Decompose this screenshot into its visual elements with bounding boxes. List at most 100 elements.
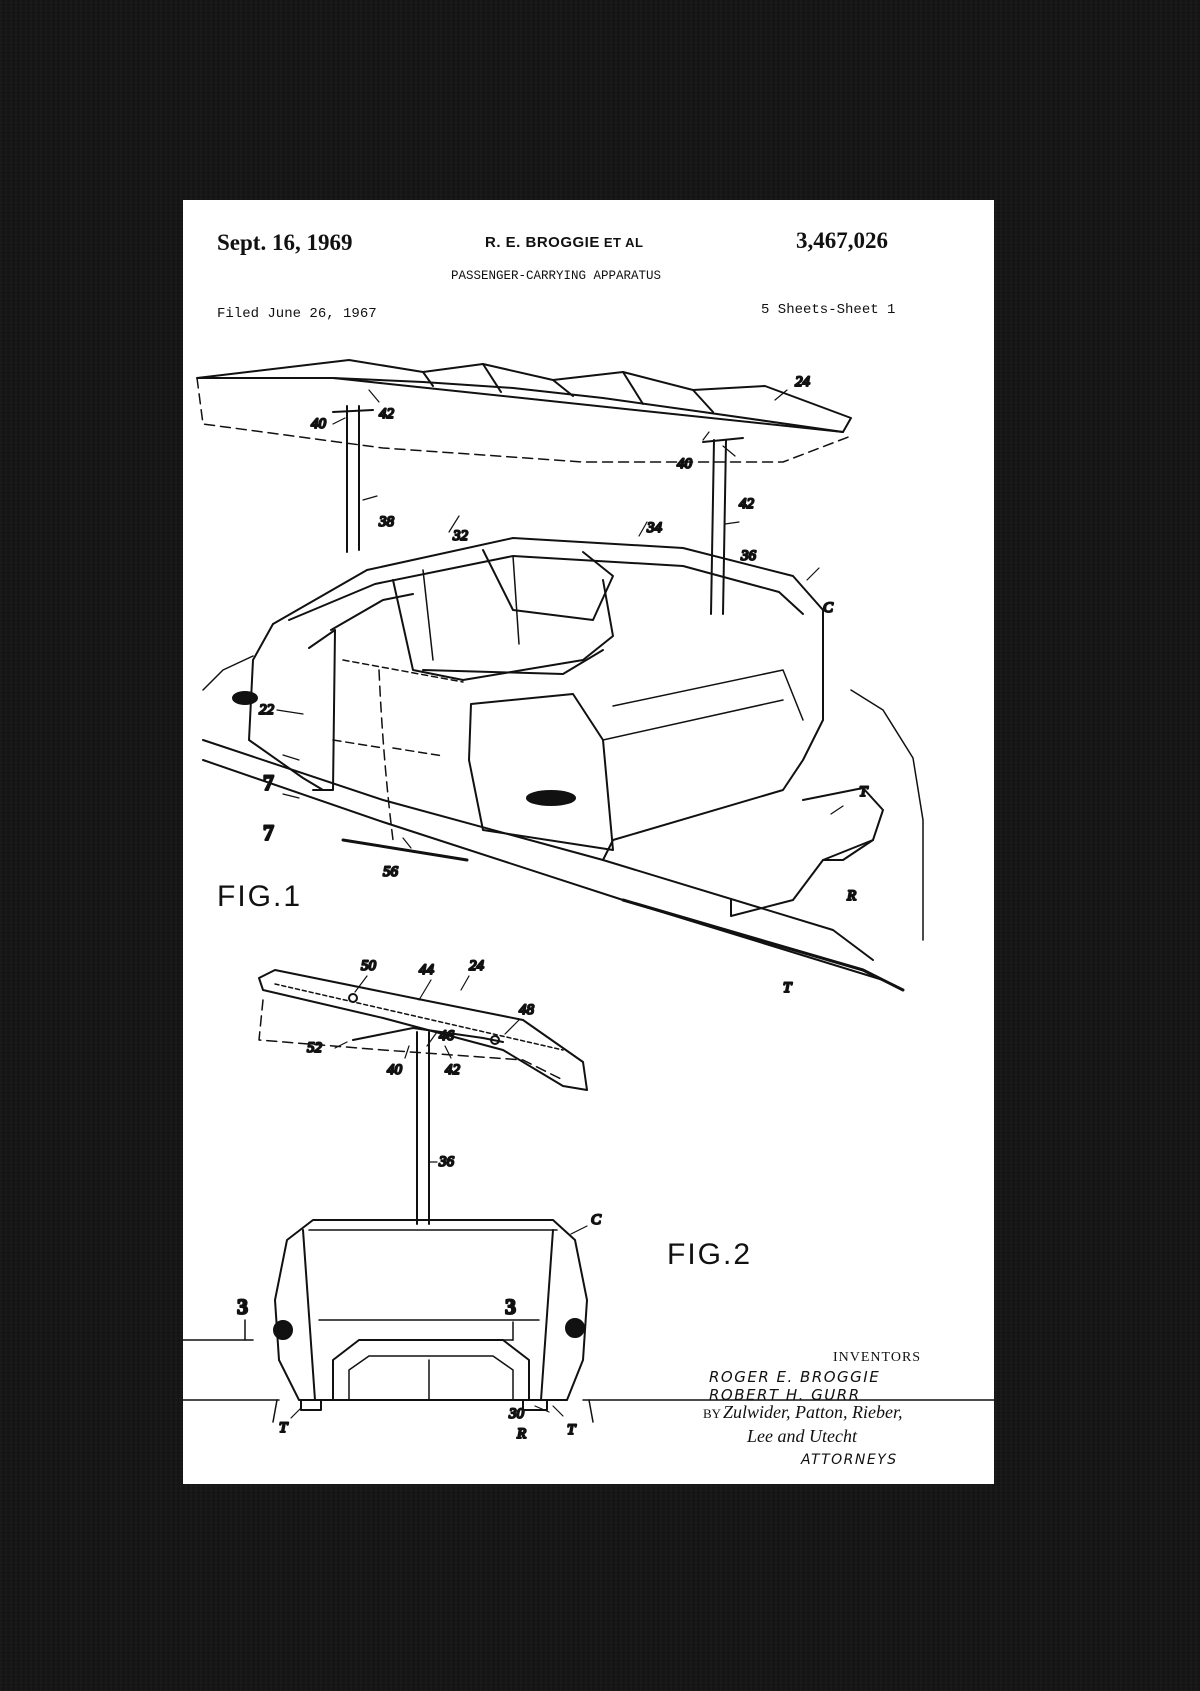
ref-36a: 36 — [740, 548, 757, 564]
ref-36b: 36 — [438, 1154, 455, 1170]
ref-R: R — [846, 888, 856, 904]
patent-drawing: 24 42 40 40 42 38 32 34 36 C 22 7 7 T 56… — [183, 359, 994, 1443]
fig2-arm — [352, 1027, 504, 1043]
ref-3b: 3 — [505, 1294, 516, 1319]
fig2-pivot-50 — [348, 993, 358, 1003]
fig2-door-opening — [332, 1339, 530, 1401]
fig1-seat-rear — [482, 549, 614, 621]
fig1-track-lower — [202, 759, 884, 981]
fig1-motion-arrows — [332, 739, 444, 757]
fig1-door-left — [308, 629, 336, 791]
ref-40b: 40 — [677, 456, 693, 472]
fig2-canopy-underside — [258, 999, 564, 1081]
attorneys-label: ATTORNEYS — [801, 1452, 898, 1468]
fig1-track-base-right — [730, 787, 884, 917]
ref-42c: 42 — [445, 1062, 461, 1078]
ref-56: 56 — [383, 864, 399, 880]
ref-7a: 7 — [263, 770, 274, 795]
fig2-door-opening-inner — [348, 1355, 514, 1401]
fig2-lamp-left — [273, 1320, 293, 1340]
ref-24a: 24 — [795, 374, 811, 390]
inventor-name-2: ROBERT H. GURR — [709, 1386, 861, 1404]
fig2-label: FIG.2 — [667, 1238, 753, 1271]
ref-32: 32 — [452, 528, 469, 544]
fig1-seat-divider — [422, 555, 520, 661]
fig1-leader-lines — [276, 389, 844, 849]
fig1-door-track-bottom — [341, 838, 469, 862]
ref-22: 22 — [259, 702, 275, 718]
fig2-car-body — [274, 1219, 588, 1401]
fig2-canopy — [258, 969, 588, 1091]
fig1-seat-back — [392, 579, 614, 681]
inventors-heading: INVENTORS — [833, 1350, 922, 1365]
fig1-track-upper — [202, 739, 874, 961]
fig2-pivot-48 — [490, 1035, 500, 1045]
ref-C-a: C — [823, 600, 834, 616]
ref-T-b: T — [783, 980, 793, 996]
attorney-signature-1: Zulwider, Patton, Rieber, — [723, 1402, 903, 1422]
filed-date: Filed June 26, 1967 — [217, 306, 377, 322]
fig1-seat-base — [422, 649, 604, 675]
fig2-drawing: 50 44 24 48 46 52 40 42 36 C 3 3 T 30 R … — [183, 957, 994, 1443]
ref-38: 38 — [378, 514, 395, 530]
ref-48: 48 — [519, 1002, 535, 1018]
fig1-ground-left — [202, 655, 254, 691]
fig2-ground-drop — [272, 1399, 594, 1423]
fig2-lamp-right — [565, 1318, 585, 1338]
ref-42b: 42 — [739, 496, 755, 512]
fig1-canopy-arm-right — [702, 437, 744, 443]
ref-T-d: T — [567, 1422, 577, 1438]
ref-46: 46 — [439, 1028, 455, 1044]
fig2-wheel-left — [300, 1399, 322, 1411]
fig1-track-base-edge — [822, 839, 874, 861]
fig1-label: FIG.1 — [217, 880, 303, 913]
fig1-canopy-edge — [332, 377, 844, 433]
fig2-canopy-rib — [274, 983, 564, 1051]
by-label: BY — [703, 1406, 722, 1421]
fig1-canopy-ribs — [422, 363, 714, 413]
fig1-car-rim — [288, 555, 804, 621]
et-al: ET AL — [603, 235, 644, 250]
patent-number: 3,467,026 — [796, 228, 888, 253]
fig1-rail — [621, 898, 905, 992]
ref-24b: 24 — [469, 958, 485, 974]
sheet-count: 5 Sheets-Sheet 1 — [761, 302, 896, 318]
ref-T-c: T — [279, 1420, 289, 1436]
fig1-lamp-right — [526, 790, 576, 806]
ref-42a: 42 — [379, 406, 395, 422]
fig2-leader-lines — [290, 975, 588, 1419]
fig1-lamp-left — [232, 691, 258, 705]
ref-52: 52 — [307, 1040, 323, 1056]
fig1-drawing: 24 42 40 40 42 38 32 34 36 C 22 7 7 T 56… — [196, 359, 924, 997]
ref-40a: 40 — [311, 416, 327, 432]
fig1-car-back — [248, 623, 324, 791]
fig1-door-swing — [378, 669, 394, 841]
ref-R2: R — [516, 1426, 526, 1442]
ref-40c: 40 — [387, 1062, 403, 1078]
patent-title: PASSENGER-CARRYING APPARATUS — [451, 269, 662, 283]
ref-T-a: T — [859, 784, 869, 800]
fig1-side-panel — [602, 669, 804, 741]
inventor-name: R. E. BROGGIE — [485, 234, 600, 251]
ref-3a: 3 — [237, 1294, 248, 1319]
fig1-ground-right — [850, 689, 924, 941]
attorney-signature-2: Lee and Utecht — [747, 1426, 857, 1446]
ref-34: 34 — [646, 520, 663, 536]
ref-7b: 7 — [263, 820, 274, 845]
fig2-section-arrows — [244, 1319, 514, 1341]
fig1-door-track-top — [342, 659, 464, 683]
fig2-post-36 — [416, 1031, 430, 1225]
fig1-post-36 — [710, 439, 727, 615]
fig1-canopy-arm-left — [332, 409, 374, 413]
fig2-pillars — [302, 1229, 554, 1401]
fig1-door-right — [468, 693, 614, 851]
fig1-canopy — [196, 359, 852, 433]
ref-44: 44 — [419, 962, 435, 978]
ref-C-b: C — [591, 1212, 602, 1228]
fig1-car-rim-inner — [330, 593, 414, 631]
ref-50: 50 — [361, 958, 377, 974]
patent-date: Sept. 16, 1969 — [217, 230, 353, 255]
fig1-canopy-underside — [196, 377, 852, 463]
